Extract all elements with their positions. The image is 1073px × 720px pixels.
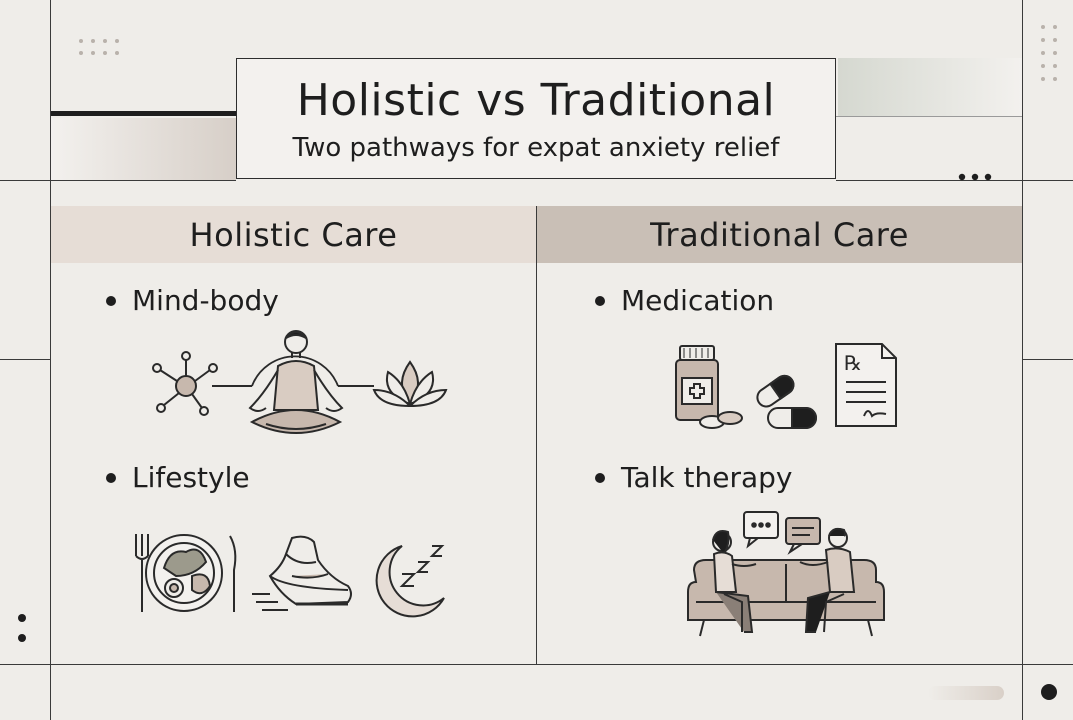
bullet-medication: Medication [595,284,774,317]
bullet-talk-therapy: Talk therapy [595,461,793,494]
bullet-label: Talk therapy [621,461,793,494]
page-title: Holistic vs Traditional [296,75,776,126]
dot-grid-top-right [1041,25,1057,81]
frame-row-2 [0,359,50,360]
rx-symbol: ℞ [844,351,862,375]
bottom-right-dot [1041,684,1057,700]
bullet-dot [106,295,116,306]
frame-row-2b [1022,359,1073,360]
left-gradient-band [50,118,236,180]
holistic-care-header: Holistic Care [51,206,536,263]
frame-row-1b [836,180,1073,181]
frame-row-1 [0,180,236,181]
meditation-icon [212,330,374,434]
sleep-moon-icon [375,545,445,618]
sneaker-icon [252,535,352,611]
therapy-session-icon [687,511,885,637]
network-icon [152,351,218,416]
frame-title-guide [836,116,1022,117]
bullet-label: Mind-body [132,284,279,317]
page-subtitle: Two pathways for expat anxiety relief [292,133,780,163]
column-divider [536,206,537,664]
lotus-icon [372,360,448,408]
holistic-care-heading: Holistic Care [189,215,398,254]
pill-bottle-icon [675,345,743,429]
bullet-dot [106,472,116,483]
frame-bottom [0,664,1073,665]
right-gradient-band [838,58,1023,116]
bullet-dot [595,472,605,483]
two-dots-icon [18,614,26,642]
three-dots-icon [958,173,992,181]
bullet-lifestyle: Lifestyle [106,461,250,494]
dot-grid-top-left [79,39,119,55]
traditional-care-header: Traditional Care [537,206,1022,263]
bullet-mind-body: Mind-body [106,284,279,317]
bullet-label: Lifestyle [132,461,250,494]
title-card: Holistic vs Traditional Two pathways for… [236,58,836,179]
capsule-icon [756,374,817,429]
bottom-pill [928,686,1004,700]
healthy-plate-icon [135,534,237,612]
frame-right [1022,0,1023,720]
accent-bar [50,111,236,116]
bullet-label: Medication [621,284,775,317]
bullet-dot [595,295,605,306]
traditional-care-heading: Traditional Care [650,215,909,254]
prescription-icon: ℞ [835,343,897,427]
frame-left [50,0,51,720]
